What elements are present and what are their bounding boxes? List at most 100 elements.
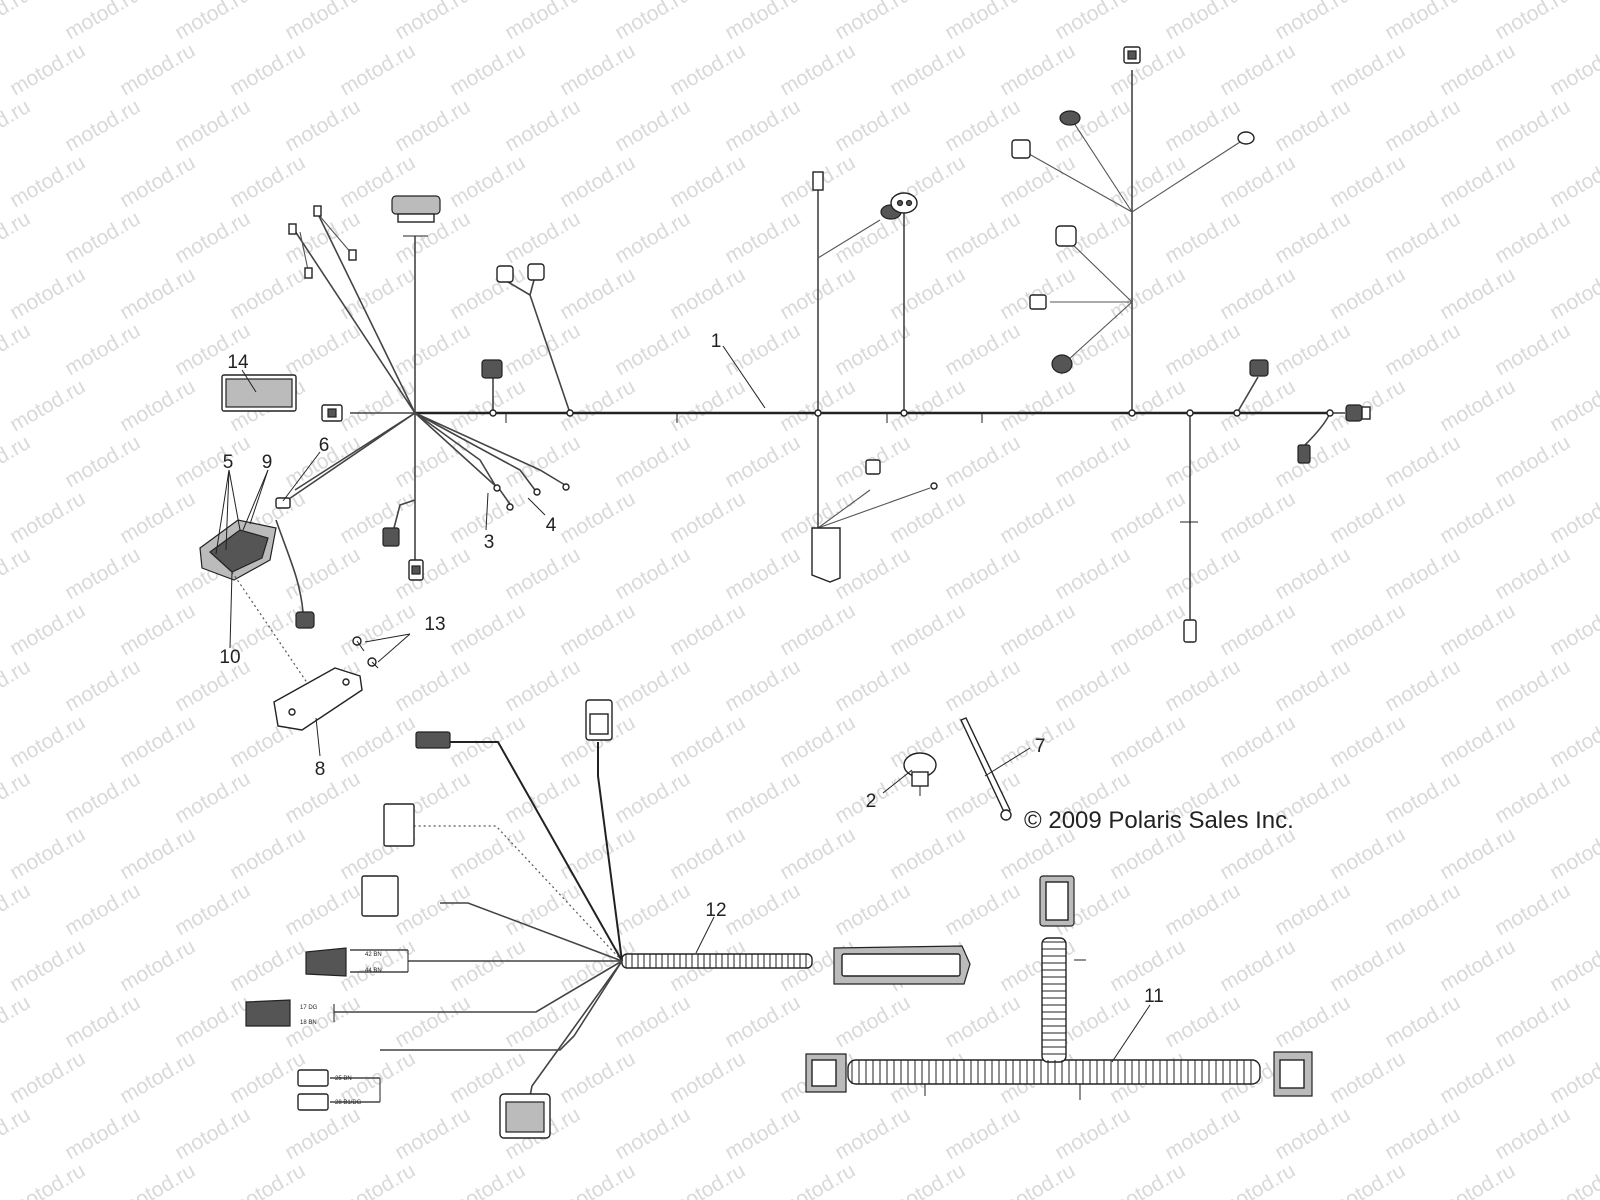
watermark-text: motod.ru: [0, 767, 34, 828]
watermark-text: motod.ru: [336, 263, 419, 324]
watermark-text: motod.ru: [1051, 95, 1134, 156]
watermark-text: motod.ru: [116, 599, 199, 660]
watermark-text: motod.ru: [0, 0, 34, 44]
watermark-text: motod.ru: [61, 991, 144, 1052]
watermark-text: motod.ru: [1546, 1159, 1600, 1200]
watermark-text: motod.ru: [61, 319, 144, 380]
callout-10: 10: [219, 647, 240, 668]
watermark-text: motod.ru: [941, 543, 1024, 604]
watermark-text: motod.ru: [61, 767, 144, 828]
watermark-text: motod.ru: [171, 655, 254, 716]
watermark-text: motod.ru: [6, 711, 89, 772]
callout-6: 6: [319, 435, 330, 456]
watermark-text: motod.ru: [996, 263, 1079, 324]
watermark-text: motod.ru: [281, 991, 364, 1052]
watermark-text: motod.ru: [391, 655, 474, 716]
watermark-text: motod.ru: [1436, 935, 1519, 996]
watermark-text: motod.ru: [391, 431, 474, 492]
watermark-text: motod.ru: [1161, 655, 1244, 716]
watermark-text: motod.ru: [61, 655, 144, 716]
watermark-text: motod.ru: [1381, 543, 1464, 604]
watermark-text: motod.ru: [61, 0, 144, 44]
watermark-text: motod.ru: [941, 0, 1024, 44]
watermark-text: motod.ru: [1436, 711, 1519, 772]
watermark-text: motod.ru: [501, 655, 584, 716]
watermark-text: motod.ru: [446, 375, 529, 436]
watermark-text: motod.ru: [721, 991, 804, 1052]
watermark-text: motod.ru: [1546, 1047, 1600, 1108]
callout-8: 8: [315, 759, 326, 780]
mounting-plate-8: [273, 667, 363, 731]
watermark-text: motod.ru: [831, 319, 914, 380]
watermark-text: motod.ru: [1106, 599, 1189, 660]
watermark-text: motod.ru: [171, 991, 254, 1052]
watermark-text: motod.ru: [1271, 0, 1354, 44]
watermark-text: motod.ru: [831, 543, 914, 604]
fuse-box-assembly: [199, 497, 315, 691]
watermark-text: motod.ru: [281, 879, 364, 940]
watermark-text: motod.ru: [116, 263, 199, 324]
watermark-text: motod.ru: [776, 39, 859, 100]
main-harness: [282, 46, 1371, 643]
screws-13: [352, 636, 379, 669]
watermark-text: motod.ru: [1051, 543, 1134, 604]
watermark-text: motod.ru: [556, 1159, 639, 1200]
watermark-text: motod.ru: [1161, 0, 1244, 44]
watermark-text: motod.ru: [1271, 95, 1354, 156]
watermark-text: motod.ru: [1491, 1103, 1574, 1164]
callout-7: 7: [1035, 736, 1046, 757]
watermark-text: motod.ru: [1216, 935, 1299, 996]
watermark-text: motod.ru: [1216, 599, 1299, 660]
callout-2: 2: [866, 791, 877, 812]
watermark-text: motod.ru: [1326, 823, 1409, 884]
watermark-text: motod.ru: [61, 1103, 144, 1164]
watermark-text: motod.ru: [1271, 879, 1354, 940]
watermark-text: motod.ru: [941, 655, 1024, 716]
watermark-text: motod.ru: [1546, 151, 1600, 212]
watermark-text: motod.ru: [666, 151, 749, 212]
callout-3: 3: [484, 532, 495, 553]
watermark-text: motod.ru: [1491, 95, 1574, 156]
watermark-text: motod.ru: [666, 823, 749, 884]
watermark-text: motod.ru: [831, 879, 914, 940]
watermark-text: motod.ru: [666, 487, 749, 548]
watermark-text: motod.ru: [1491, 431, 1574, 492]
callout-9: 9: [262, 452, 273, 473]
watermark-text: motod.ru: [1106, 1159, 1189, 1200]
watermark-text: motod.ru: [1216, 375, 1299, 436]
watermark-text: motod.ru: [1106, 151, 1189, 212]
watermark-text: motod.ru: [1546, 39, 1600, 100]
watermark-text: motod.ru: [391, 991, 474, 1052]
watermark-text: motod.ru: [556, 375, 639, 436]
watermark-text: motod.ru: [1546, 935, 1600, 996]
watermark-text: motod.ru: [0, 431, 34, 492]
watermark-text: motod.ru: [556, 263, 639, 324]
callout-labels: 1 2 3 4 5 6 7 8 9 10 11 12 13 14: [219, 331, 1163, 1007]
watermark-text: motod.ru: [336, 1159, 419, 1200]
watermark-text: motod.ru: [1106, 263, 1189, 324]
watermark-text: motod.ru: [1161, 431, 1244, 492]
watermark-text: motod.ru: [886, 263, 969, 324]
watermark-text: motod.ru: [6, 375, 89, 436]
watermark-text: motod.ru: [1381, 1103, 1464, 1164]
watermark-text: motod.ru: [391, 543, 474, 604]
callout-1: 1: [711, 331, 722, 352]
watermark-text: motod.ru: [996, 39, 1079, 100]
relay-label-14: [221, 374, 297, 412]
watermark-text: motod.ru: [281, 319, 364, 380]
watermark-text: motod.ru: [996, 1159, 1079, 1200]
watermark-text: motod.ru: [61, 95, 144, 156]
watermark-text: motod.ru: [116, 711, 199, 772]
watermark-text: motod.ru: [831, 655, 914, 716]
watermark-text: motod.ru: [1436, 151, 1519, 212]
watermark-text: motod.ru: [666, 599, 749, 660]
watermark-text: motod.ru: [941, 207, 1024, 268]
watermark-text: motod.ru: [1161, 207, 1244, 268]
watermark-text: motod.ru: [391, 0, 474, 44]
watermark-text: motod.ru: [6, 1047, 89, 1108]
watermark-text: motod.ru: [1271, 207, 1354, 268]
watermark-text: motod.ru: [0, 207, 34, 268]
watermark-text: motod.ru: [611, 431, 694, 492]
wire-label-17dg: 17 DG: [300, 1005, 318, 1011]
watermark-text: motod.ru: [1436, 823, 1519, 884]
